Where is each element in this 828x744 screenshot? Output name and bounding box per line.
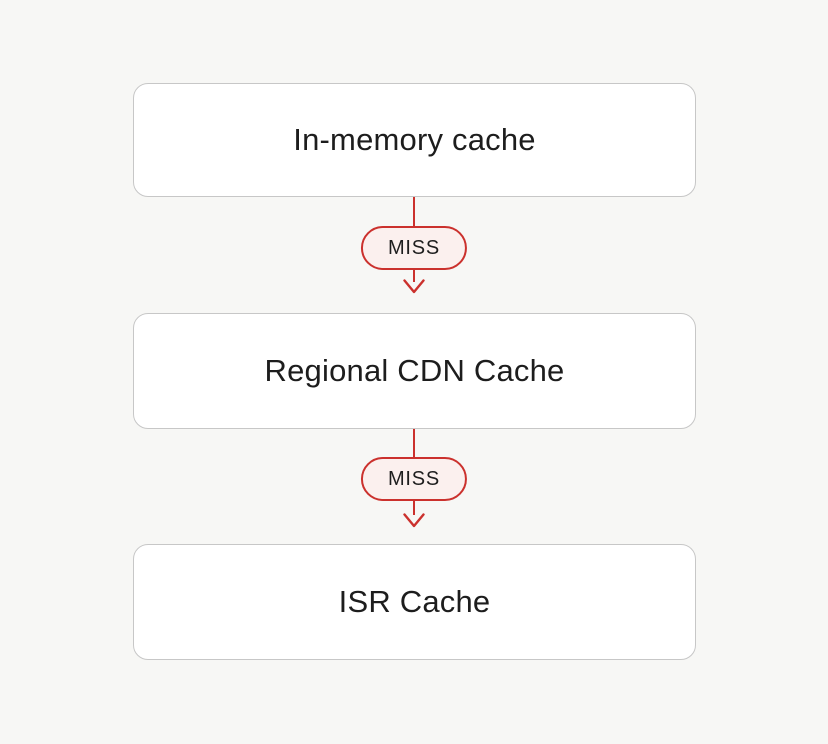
miss-badge: MISS: [360, 226, 468, 270]
miss-badge-label: MISS: [387, 236, 441, 259]
node-regional-cdn-cache-label: Regional CDN Cache: [264, 353, 565, 388]
node-isr-cache-label: ISR Cache: [338, 584, 491, 619]
connector-in-memory-to-cdn: MISS: [0, 197, 828, 297]
connector-cdn-to-isr: MISS: [0, 429, 828, 529]
miss-badge-label: MISS: [387, 467, 441, 490]
node-in-memory-cache: In-memory cache: [133, 83, 696, 197]
node-in-memory-cache-label: In-memory cache: [293, 122, 536, 157]
arrowhead-down-icon: [403, 513, 425, 528]
node-isr-cache: ISR Cache: [133, 544, 696, 660]
arrowhead-down-icon: [403, 279, 425, 294]
node-regional-cdn-cache: Regional CDN Cache: [133, 313, 696, 429]
miss-badge: MISS: [360, 457, 468, 501]
